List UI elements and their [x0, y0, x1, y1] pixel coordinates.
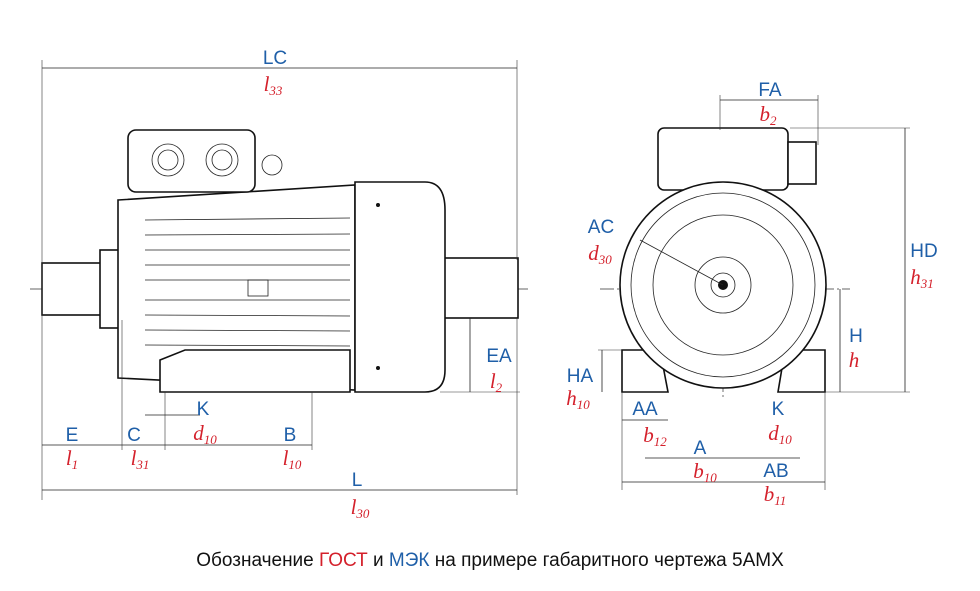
- dim-LC: LC l33: [263, 48, 287, 98]
- svg-text:b2: b2: [760, 102, 778, 128]
- svg-text:E: E: [66, 425, 79, 446]
- caption: Обозначение ГОСТ и МЭК на примере габари…: [196, 550, 784, 571]
- svg-text:l30: l30: [351, 495, 370, 521]
- svg-text:l31: l31: [131, 446, 150, 472]
- dim-H: Hh: [849, 326, 863, 372]
- svg-text:B: B: [284, 425, 297, 446]
- dim-AC: AC d30: [588, 217, 614, 267]
- svg-text:C: C: [127, 425, 141, 446]
- svg-text:d10: d10: [193, 421, 217, 447]
- svg-text:b10: b10: [693, 459, 717, 485]
- svg-text:K: K: [197, 399, 210, 420]
- svg-text:b11: b11: [764, 482, 787, 508]
- svg-text:L: L: [352, 470, 363, 491]
- side-view-motor: [30, 129, 530, 393]
- svg-text:d30: d30: [588, 241, 612, 267]
- svg-text:d10: d10: [768, 421, 792, 447]
- svg-text:b12: b12: [643, 423, 667, 449]
- caption-gost: ГОСТ: [319, 550, 368, 571]
- svg-text:h: h: [849, 348, 860, 372]
- svg-text:AC: AC: [588, 217, 614, 238]
- svg-text:FA: FA: [758, 80, 782, 101]
- dim-AA: AA b12: [632, 399, 667, 449]
- dimension-lines: [41, 60, 910, 500]
- svg-text:AA: AA: [632, 399, 658, 420]
- svg-text:l33: l33: [264, 72, 283, 98]
- svg-text:HA: HA: [567, 366, 594, 387]
- svg-text:HD: HD: [910, 241, 937, 262]
- svg-text:H: H: [849, 326, 863, 347]
- svg-text:AB: AB: [763, 461, 788, 482]
- svg-text:l1: l1: [66, 446, 78, 472]
- svg-text:LC: LC: [263, 48, 287, 69]
- svg-text:h31: h31: [910, 265, 934, 291]
- dim-HD: HD h31: [910, 241, 937, 291]
- caption-iec: МЭК: [388, 550, 430, 571]
- front-view-motor: [600, 127, 850, 400]
- svg-text:A: A: [694, 438, 707, 459]
- svg-text:h10: h10: [566, 386, 590, 412]
- svg-text:l2: l2: [490, 369, 503, 395]
- svg-text:EA: EA: [486, 346, 512, 367]
- svg-text:K: K: [772, 399, 785, 420]
- dim-E: El1: [66, 425, 79, 472]
- svg-text:l10: l10: [283, 446, 302, 472]
